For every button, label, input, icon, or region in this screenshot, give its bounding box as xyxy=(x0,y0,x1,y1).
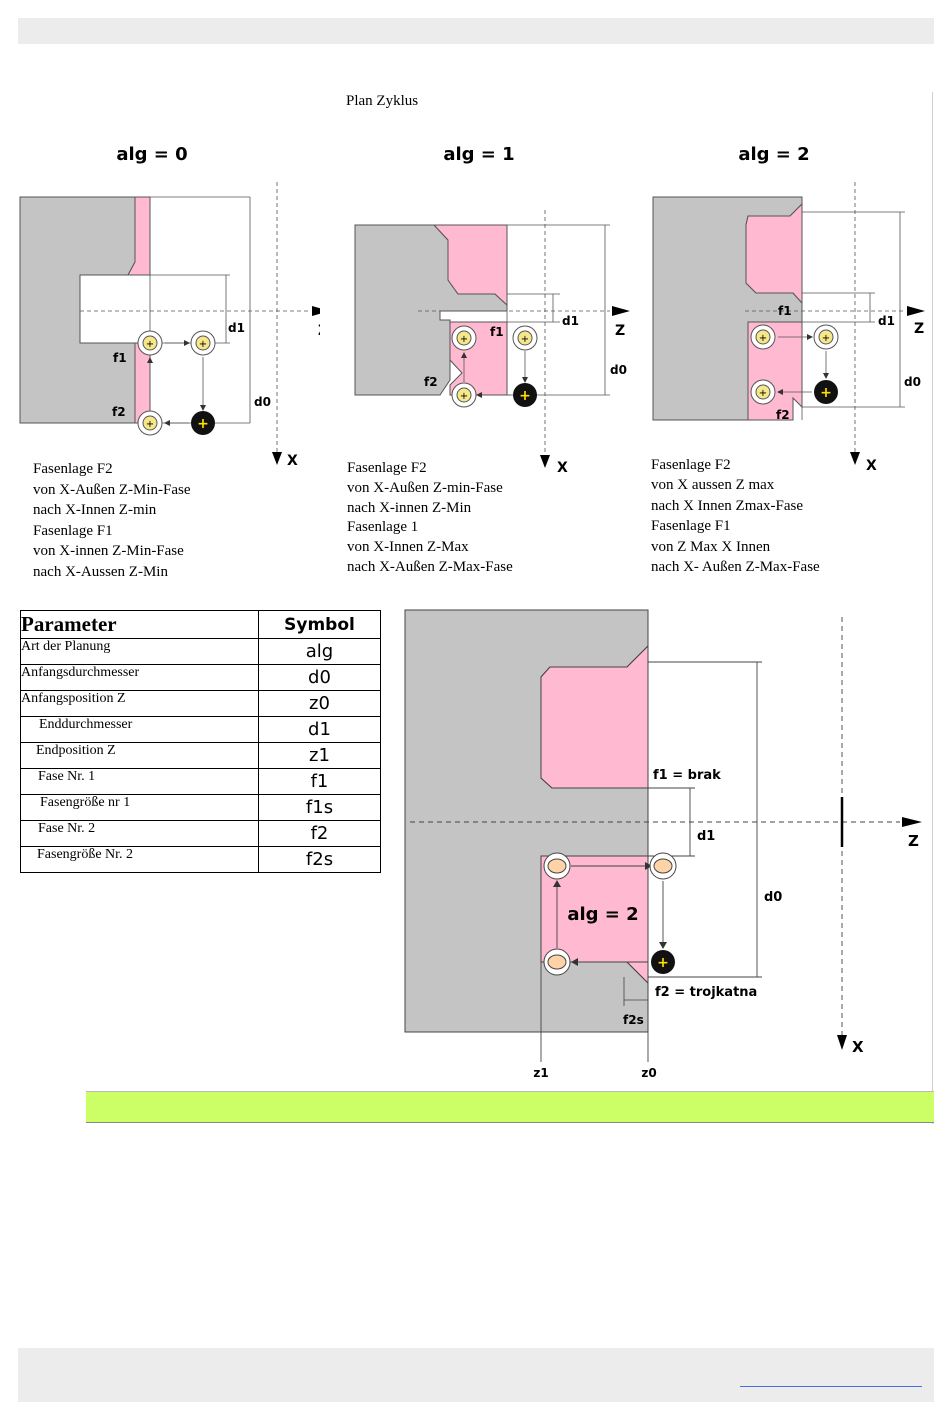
axis-x: X xyxy=(852,1038,864,1056)
svg-text:+: + xyxy=(822,333,830,344)
axis-x: X xyxy=(287,453,298,469)
label-d1: d1 xyxy=(878,314,895,328)
header-parameter: Parameter xyxy=(20,610,259,639)
label-f2s: f2s xyxy=(623,1013,644,1027)
svg-text:+: + xyxy=(199,339,207,350)
diagram-alg-2: alg = 2 + + + + f1 f2 d1 d0 Z X xyxy=(652,144,925,474)
svg-text:+: + xyxy=(519,388,531,404)
axis-x: X xyxy=(557,460,568,476)
label-f2-trojkatna: f2 = trojkatna xyxy=(655,985,757,1000)
label-f1-brak: f1 = brak xyxy=(653,768,721,783)
header-symbol: Symbol xyxy=(258,610,381,639)
label-alg: alg = 2 xyxy=(567,904,638,925)
page-right-border xyxy=(932,92,933,1124)
label-f1: f1 xyxy=(490,325,504,339)
tool-start-icon xyxy=(513,383,537,407)
label-f2: f2 xyxy=(112,405,126,419)
label-d0: d0 xyxy=(764,890,782,905)
diagram-alg-1: alg = 1 + + + + f1 f2 d1 d0 Z X xyxy=(354,144,630,476)
axis-z: Z xyxy=(318,323,320,339)
diagram-heading: alg = 1 xyxy=(443,144,514,165)
label-f1: f1 xyxy=(113,351,127,365)
stock-part xyxy=(19,196,136,424)
svg-text:+: + xyxy=(460,334,468,345)
table-header: Parameter Symbol xyxy=(20,610,381,639)
description-alg-2: Fasenlage F2 von X aussen Z max nach X I… xyxy=(651,457,820,576)
axis-z: Z xyxy=(914,321,924,337)
label-d0: d0 xyxy=(904,375,921,389)
svg-text:+: + xyxy=(759,333,767,344)
axis-z: Z xyxy=(615,323,625,339)
label-d1: d1 xyxy=(562,314,579,328)
label-f2: f2 xyxy=(424,375,438,389)
footer-link[interactable] xyxy=(740,1370,922,1387)
svg-text:+: + xyxy=(521,334,529,345)
svg-text:+: + xyxy=(197,416,209,432)
axis-z: Z xyxy=(908,832,919,850)
diagram-heading: alg = 0 xyxy=(116,144,187,165)
label-d1: d1 xyxy=(228,321,245,335)
svg-text:+: + xyxy=(146,419,154,430)
label-z1: z1 xyxy=(533,1066,548,1080)
big-diagram: + f1 = brak f2 = trojkatna alg = 2 d1 d0… xyxy=(404,609,922,1080)
svg-text:+: + xyxy=(146,339,154,350)
tool-start-icon xyxy=(651,950,675,974)
label-d0: d0 xyxy=(254,395,271,409)
svg-text:+: + xyxy=(460,391,468,402)
label-d0: d0 xyxy=(610,363,627,377)
highlight-band xyxy=(86,1091,934,1123)
diagram-heading: alg = 2 xyxy=(738,144,809,165)
svg-text:+: + xyxy=(759,388,767,399)
tool-start-icon xyxy=(191,411,215,435)
label-f1: f1 xyxy=(778,304,792,318)
label-d1: d1 xyxy=(697,829,715,844)
svg-text:+: + xyxy=(657,955,669,971)
tool-start-icon xyxy=(814,380,838,404)
page-title: Plan Zyklus xyxy=(346,93,419,109)
top-bar xyxy=(18,18,934,44)
description-alg-0: Fasenlage F2 von X-Außen Z-Min-Fase nach… xyxy=(33,461,191,580)
cut-region xyxy=(745,202,803,305)
cut-region xyxy=(540,644,649,789)
footer-bar xyxy=(18,1348,934,1402)
description-alg-1: Fasenlage F2 von X-Außen Z-min-Fase nach… xyxy=(347,460,513,575)
diagram-alg-0: alg = 0 + + + + f1 f2 d1 d0 Z X xyxy=(19,144,320,469)
axis-x: X xyxy=(866,458,877,474)
label-f2: f2 xyxy=(776,408,790,422)
svg-text:+: + xyxy=(820,385,832,401)
label-z0: z0 xyxy=(641,1066,656,1080)
